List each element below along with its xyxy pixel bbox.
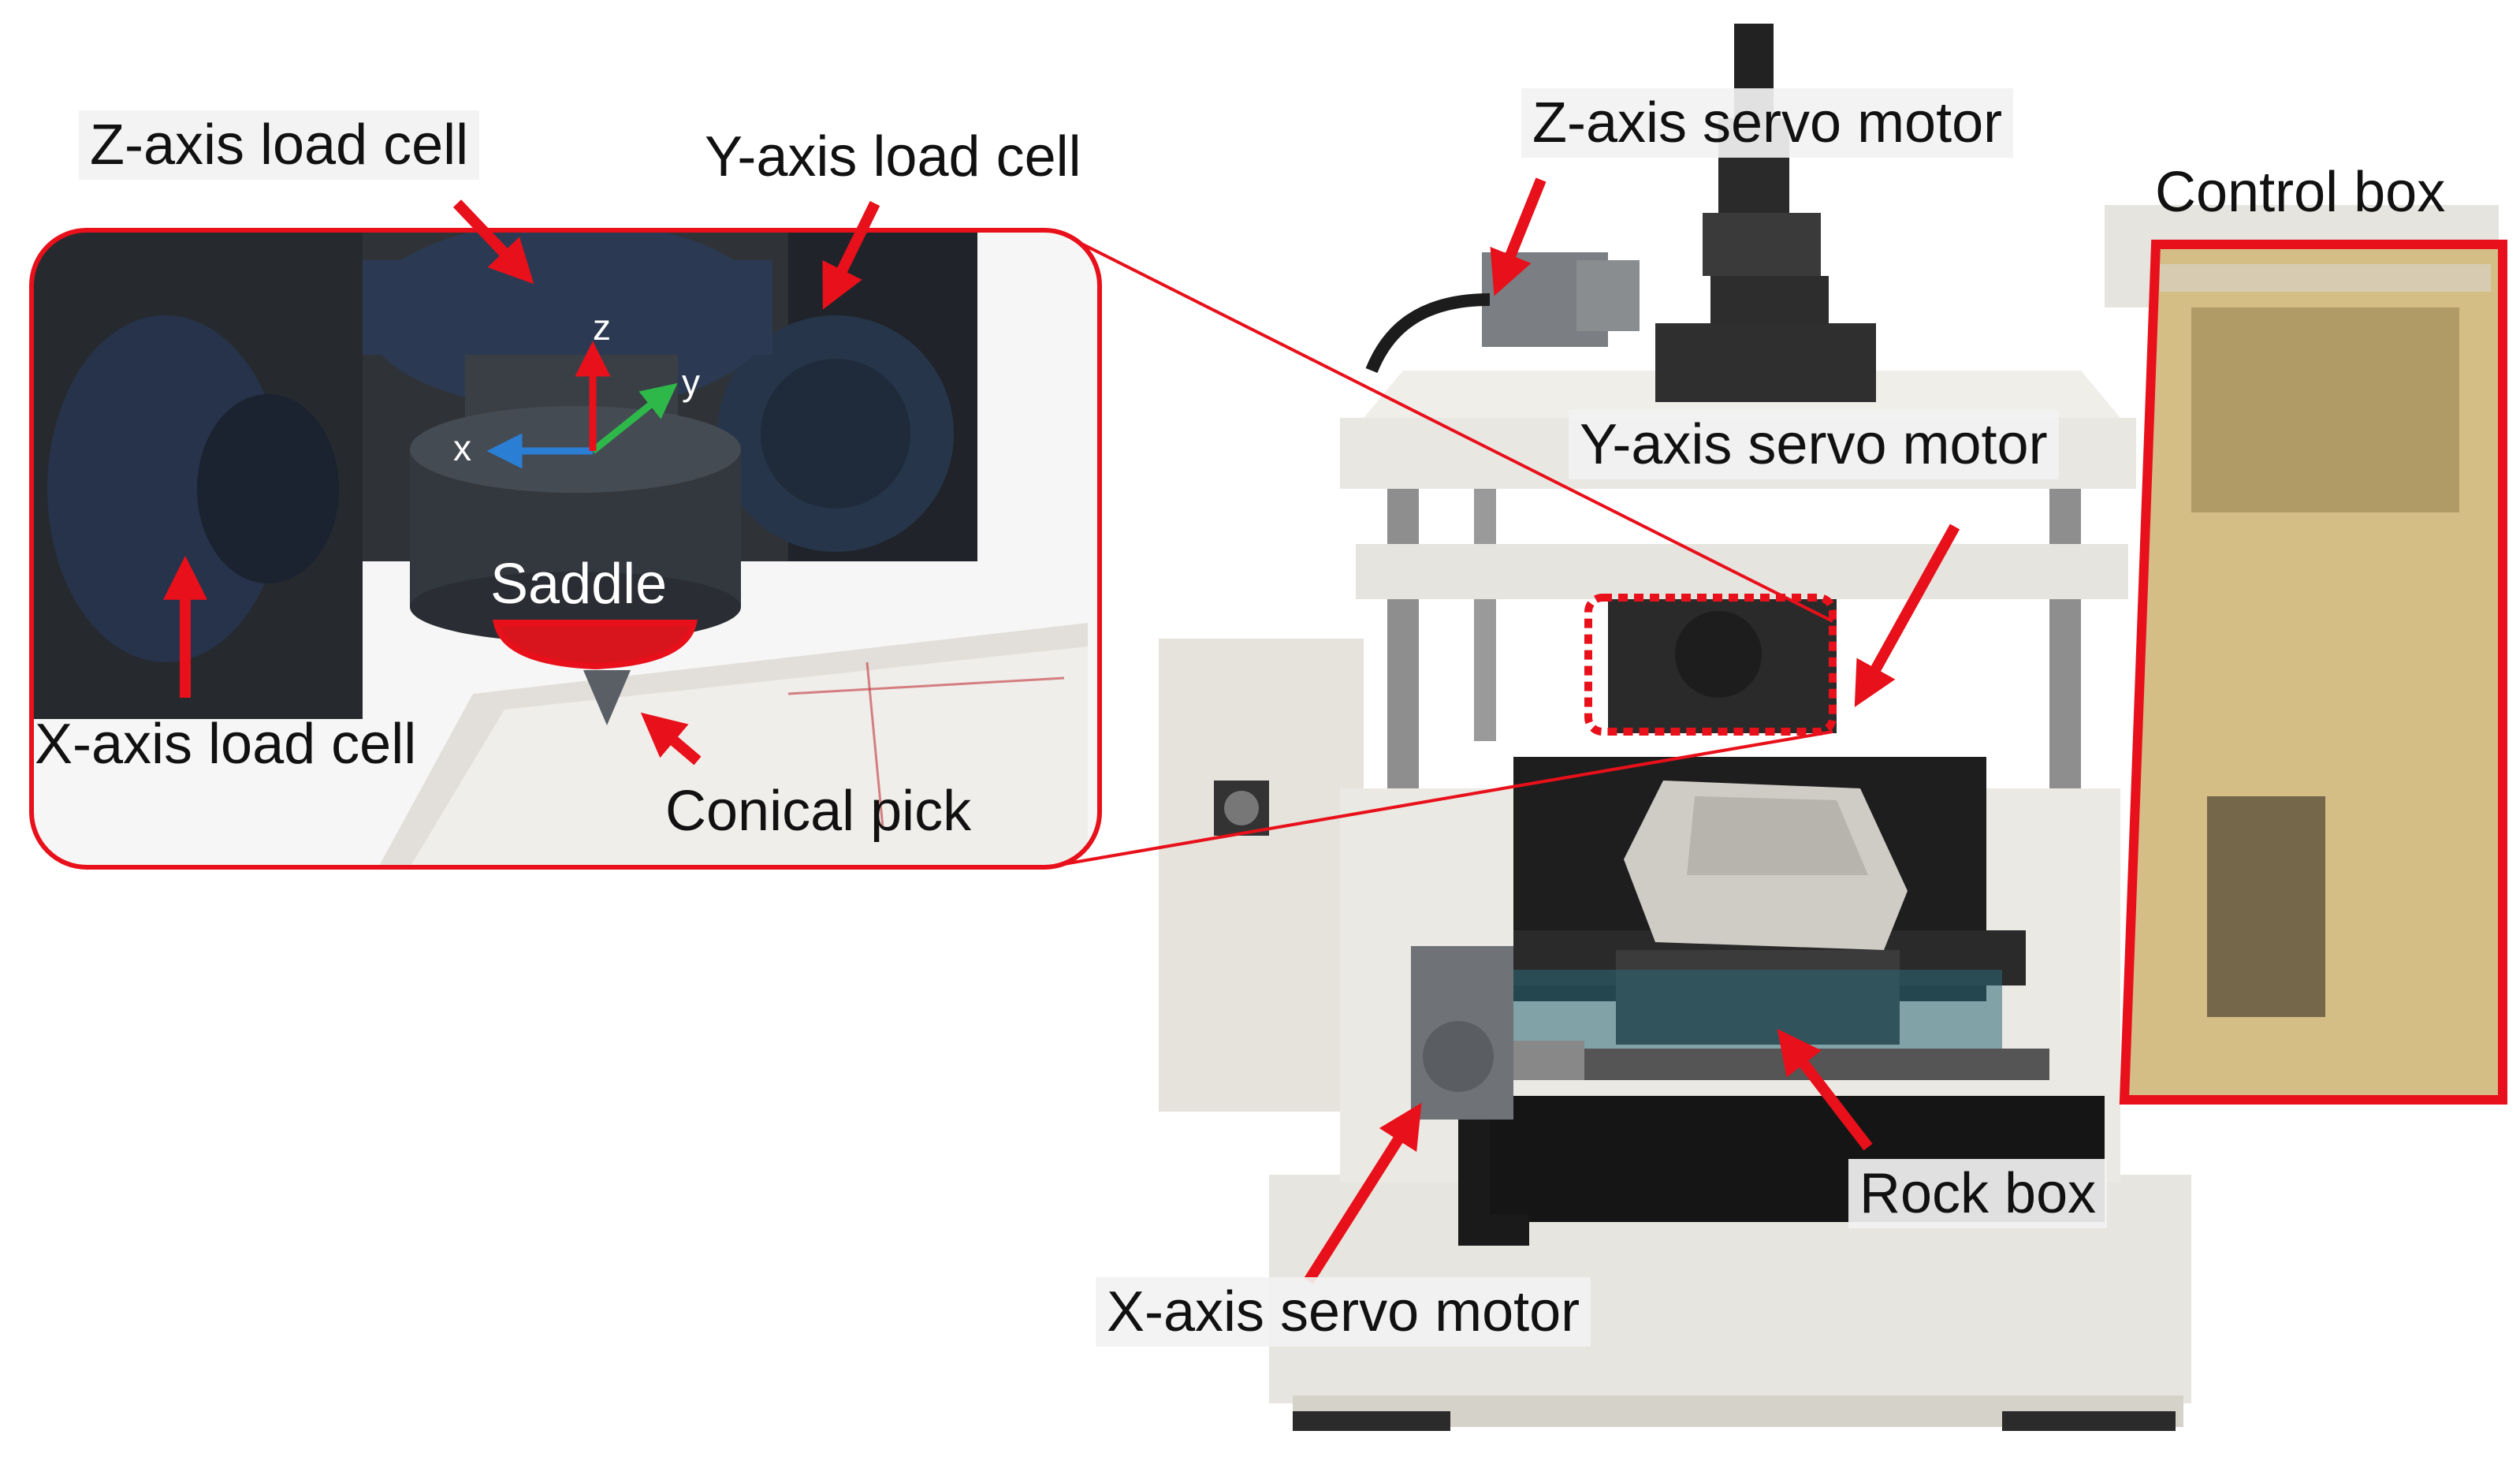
label-y-load-cell: Y-axis load cell [705, 125, 1081, 188]
inset-frame [29, 228, 1102, 870]
rock-box-arrow [1777, 1029, 1873, 1151]
y-servo-motor-arrow [1854, 523, 1960, 708]
label-x-servo-motor: X-axis servo motor [1096, 1277, 1591, 1347]
label-z-load-cell: Z-axis load cell [79, 110, 480, 180]
z-load-cell-arrow [452, 199, 534, 285]
conical-pick-arrow [640, 712, 702, 766]
label-z-servo-motor: Z-axis servo motor [1521, 88, 2014, 158]
axis-y-label: y [682, 362, 700, 403]
axis-z-label: z [593, 307, 611, 348]
inset-photo [32, 230, 1100, 867]
y-load-cell-arrow [822, 200, 880, 310]
label-y-servo-motor: Y-axis servo motor [1569, 410, 2059, 479]
detail-region-box [1584, 594, 1837, 736]
zoom-connector-bottom [1054, 730, 1833, 867]
axis-x-label: x [453, 427, 471, 468]
x-servo-motor-arrow [1304, 1102, 1422, 1284]
label-x-load-cell: X-axis load cell [35, 713, 417, 776]
label-rock-box: Rock box [1848, 1159, 2108, 1228]
label-control-box: Control box [2155, 161, 2446, 224]
z-servo-motor-arrow [1490, 177, 1547, 296]
axis-y-arrow [590, 382, 678, 454]
label-conical-pick: Conical pick [665, 780, 972, 843]
control-box-outline [2119, 240, 2507, 1105]
saddle-highlight [493, 620, 698, 670]
label-saddle: Saddle [490, 553, 668, 616]
zoom-connector-top [1054, 229, 1833, 623]
